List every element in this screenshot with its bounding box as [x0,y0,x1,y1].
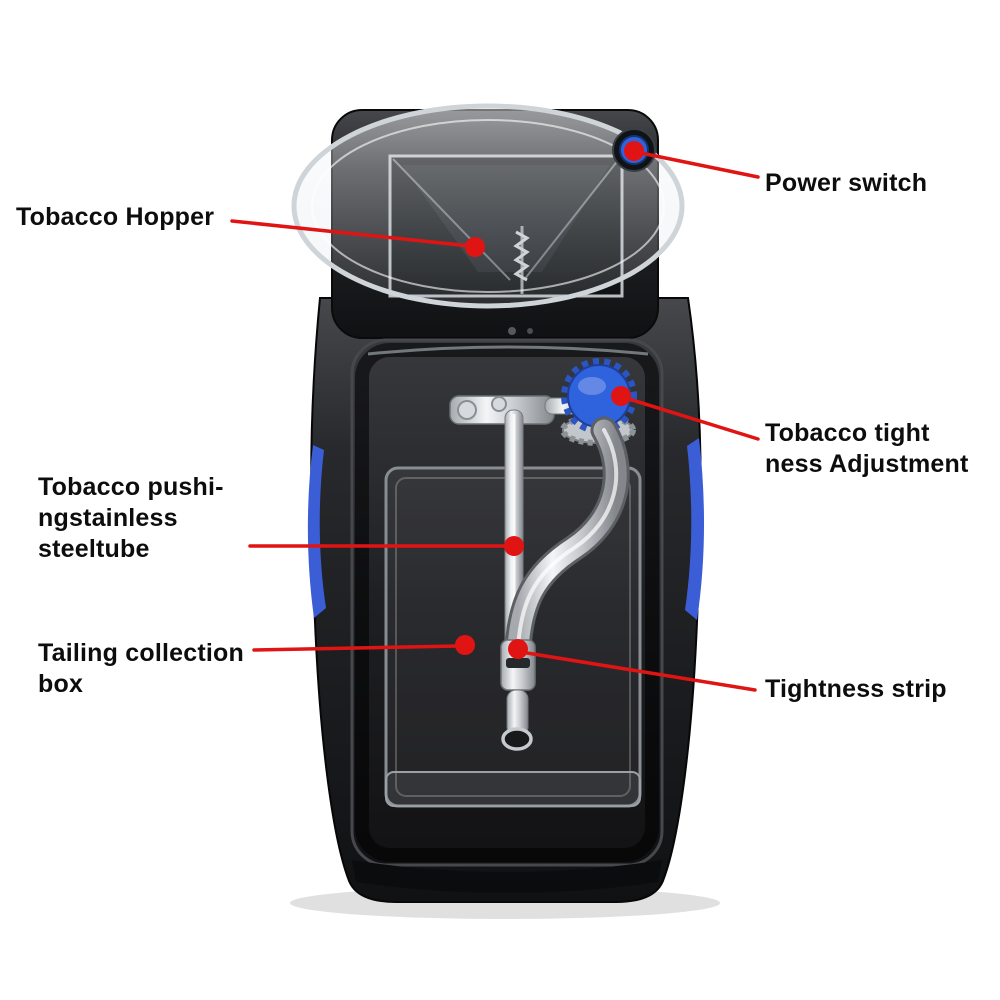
blue-accent-left [307,445,326,618]
seam-screw [508,327,516,335]
leader-line-tobacco-hopper [230,219,472,248]
seam-screw [527,328,533,334]
crank-arm [504,416,630,662]
leader-dot-tightness-strip [508,639,528,659]
leader-line-tightness-strip [525,651,757,692]
leader-line-tightness-adjustment [627,397,760,441]
leader-dot-power-switch [624,141,644,161]
tube-outlet [501,689,533,751]
label-tightness-strip: Tightness strip [765,675,947,703]
label-tightness-adjustment: Tobacco tight ness Adjustment [765,419,969,478]
leader-dot-tobacco-hopper [465,237,485,257]
hopper-glass [291,103,685,309]
leader-lines [230,151,760,692]
label-tobacco-hopper: Tobacco Hopper [16,203,215,231]
leader-dots [455,141,644,659]
leader-dot-tightness-adjustment [611,386,631,406]
mount-bracket [449,395,555,425]
leader-dot-tailing-box [455,635,475,655]
label-pushing-tube: Tobacco pushi- ngstainless steeltube [38,473,224,563]
label-tailing-box: Tailing collection box [38,639,244,698]
blue-accent-right [685,438,705,620]
label-power-switch: Power switch [765,169,928,197]
leader-line-power-switch [639,151,760,179]
leader-line-tailing-box [252,644,460,652]
leader-dot-pushing-tube [504,536,524,556]
